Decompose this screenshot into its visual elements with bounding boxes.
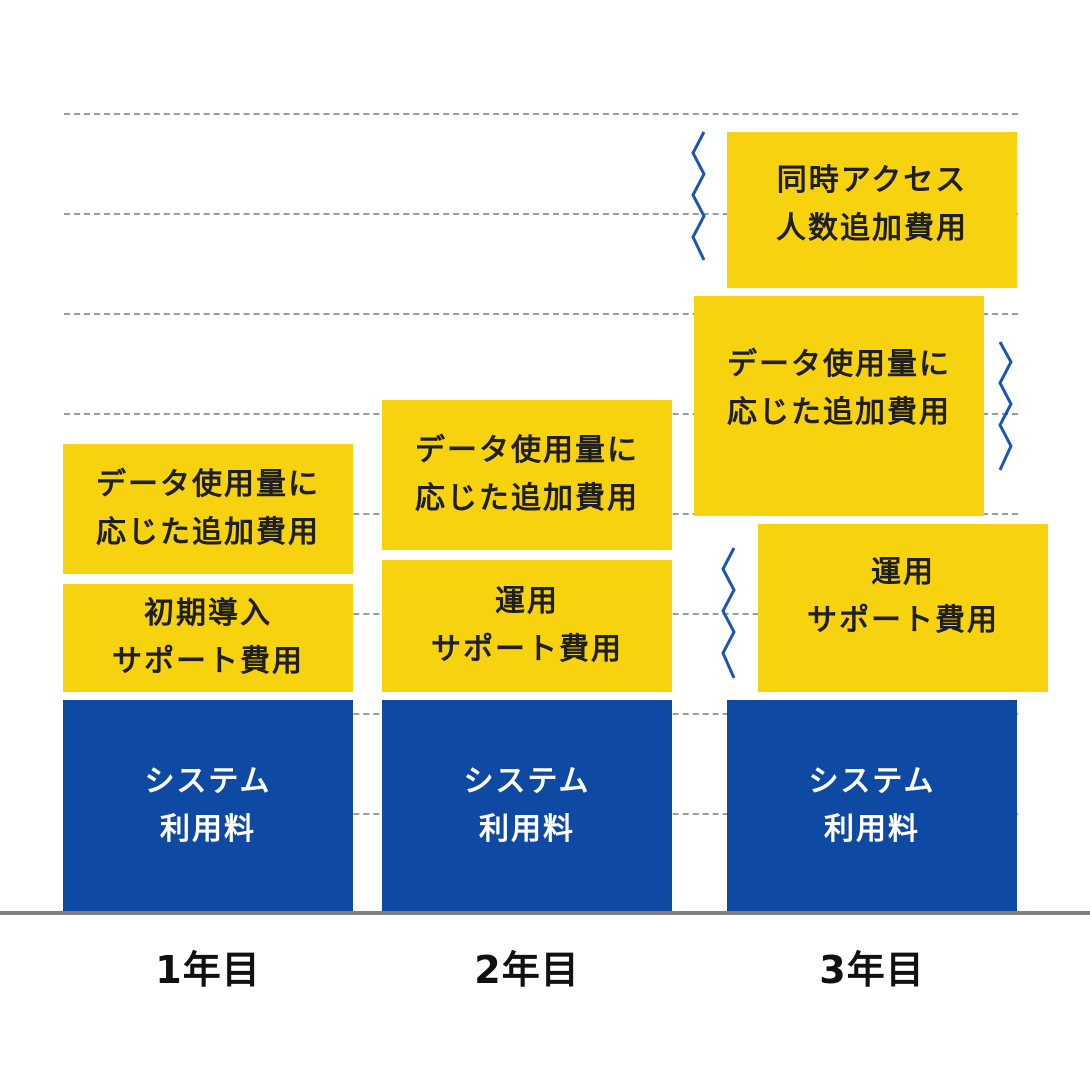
- block-label-line: 運用: [871, 555, 935, 590]
- block-label-line: 運用: [495, 584, 559, 619]
- block-label-line: 利用料: [159, 811, 256, 847]
- block-label-line: 初期導入: [144, 596, 272, 631]
- block-label-line: 利用料: [823, 811, 920, 847]
- block-label: データ使用量に 応じた追加費用: [727, 341, 951, 437]
- block-label: 運用 サポート費用: [431, 578, 623, 674]
- block-label-line: システム: [463, 763, 591, 799]
- zigzag-mark-icon: [721, 547, 736, 679]
- year2-system-fee-block: システム 利用料: [382, 700, 672, 911]
- gridline: [64, 313, 1018, 315]
- block-label-line: データ使用量に: [727, 347, 951, 382]
- block-label-line: サポート費用: [431, 632, 623, 667]
- gridline: [64, 113, 1018, 115]
- block-label-line: 応じた追加費用: [727, 395, 951, 430]
- block-label: 運用 サポート費用: [807, 549, 999, 645]
- block-label-line: 応じた追加費用: [415, 481, 639, 516]
- block-label-line: データ使用量に: [415, 433, 639, 468]
- year3-data-usage-block: データ使用量に 応じた追加費用: [694, 296, 984, 516]
- block-label-line: サポート費用: [807, 603, 999, 638]
- year3-operation-support-block: 運用 サポート費用: [758, 524, 1048, 692]
- year-label-1: 1年目: [155, 948, 261, 992]
- year1-initial-support-block: 初期導入 サポート費用: [63, 584, 353, 692]
- zigzag-mark-icon: [998, 341, 1013, 471]
- block-label-line: システム: [808, 763, 936, 799]
- year-label-3: 3年目: [819, 948, 925, 992]
- year2-data-usage-block: データ使用量に 応じた追加費用: [382, 400, 672, 550]
- year1-system-fee-block: システム 利用料: [63, 700, 353, 911]
- block-label-line: システム: [144, 763, 272, 799]
- block-label: データ使用量に 応じた追加費用: [96, 461, 320, 557]
- year3-system-fee-block: システム 利用料: [727, 700, 1017, 911]
- block-label-line: 同時アクセス: [776, 163, 968, 198]
- year1-data-usage-block: データ使用量に 応じた追加費用: [63, 444, 353, 574]
- year3-concurrent-access-block: 同時アクセス 人数追加費用: [727, 132, 1017, 288]
- year-label-2: 2年目: [474, 948, 580, 992]
- baseline: [0, 911, 1090, 915]
- block-label-line: 利用料: [478, 811, 575, 847]
- gridline: [64, 213, 1018, 215]
- block-label: システム 利用料: [463, 758, 590, 854]
- block-label-line: 応じた追加費用: [96, 515, 320, 550]
- block-label: システム 利用料: [808, 758, 935, 854]
- year2-operation-support-block: 運用 サポート費用: [382, 560, 672, 692]
- block-label: 同時アクセス 人数追加費用: [776, 157, 968, 253]
- zigzag-mark-icon: [691, 131, 706, 261]
- block-label: システム 利用料: [144, 758, 271, 854]
- block-label-line: サポート費用: [112, 644, 304, 679]
- block-label: 初期導入 サポート費用: [112, 590, 304, 686]
- block-label-line: データ使用量に: [96, 467, 320, 502]
- block-label-line: 人数追加費用: [776, 211, 968, 246]
- block-label: データ使用量に 応じた追加費用: [415, 427, 639, 523]
